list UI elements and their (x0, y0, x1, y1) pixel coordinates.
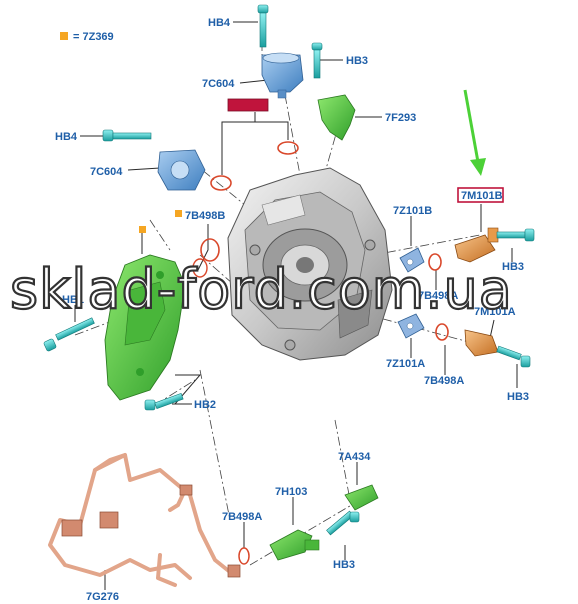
seal-7b498a-lower (435, 323, 449, 341)
leader-lines (74, 21, 518, 590)
legend-swatch-b498b (175, 210, 182, 217)
seal-7b498a-bottom (238, 547, 250, 565)
bolt-hb3-bottom (326, 510, 360, 536)
bolt-hb1 (43, 317, 95, 352)
legend-swatch (60, 32, 68, 40)
speed-sensor-left (157, 149, 206, 191)
label-7g276: 7G276 (86, 591, 119, 603)
seal-7b498b-2 (192, 258, 208, 278)
label-7f293: 7F293 (385, 112, 416, 124)
o-ring-upper (277, 141, 299, 155)
bolt-hb2 (144, 393, 184, 411)
label-hb3-top: HB3 (346, 55, 368, 67)
label-hb1: HB1 (62, 294, 84, 306)
label-7z101a: 7Z101A (386, 358, 425, 370)
seal-7b498a-upper (428, 253, 442, 271)
assembly-lines (74, 25, 481, 566)
label-hb4-top: HB4 (208, 17, 231, 29)
label-hb2: HB2 (194, 399, 216, 411)
seal-7b498b (200, 238, 220, 262)
bracket-7z101a (397, 313, 425, 339)
label-7m101a: 7M101A (474, 306, 516, 318)
label-7b498a-mid: 7B498A (418, 290, 458, 302)
sensor-7m101b (454, 227, 499, 263)
harness-connectors (61, 484, 241, 578)
legend-text: = 7Z369 (73, 31, 114, 43)
highlight-box-7m101b (457, 187, 504, 203)
bolt-hb4-left (102, 129, 152, 142)
label-hb4-left: HB4 (55, 131, 78, 143)
label-7h103: 7H103 (275, 486, 307, 498)
transmission-housing (227, 167, 393, 361)
label-hb3-right-2: HB3 (507, 391, 529, 403)
highlight-arrow (463, 89, 486, 176)
clip-7a434 (344, 484, 379, 511)
watermark: sklad-ford.com.ua (10, 258, 513, 321)
speed-sensor-top (261, 52, 304, 99)
label-7b498a-bottom: 7B498A (222, 511, 262, 523)
bolt-hb4-top (257, 4, 269, 48)
label-7b498a-right: 7B498A (424, 375, 464, 387)
bolt-hb3-right-1 (496, 228, 535, 242)
label-hb3-right-1: HB3 (502, 261, 524, 273)
highlight-box-top (227, 98, 269, 112)
label-7c604-top: 7C604 (202, 78, 235, 90)
green-bracket (104, 254, 186, 401)
legend-swatch-bracket (139, 226, 146, 233)
label-hb3-bottom: HB3 (333, 559, 355, 571)
label-7c604-left: 7C604 (90, 166, 123, 178)
label-7m101b: 7M101B (461, 190, 503, 202)
green-part-7f293 (317, 94, 356, 141)
bolt-hb3-right-2 (496, 345, 531, 368)
wiring-harness (48, 453, 232, 587)
sensor-7h103 (269, 529, 320, 561)
label-7z101b: 7Z101B (393, 205, 432, 217)
bolt-hb3-top (311, 42, 323, 79)
sensor-7m101a (464, 329, 499, 357)
label-7a434: 7A434 (338, 451, 371, 463)
label-7b498b: 7B498B (185, 210, 225, 222)
bracket-7z101b (399, 247, 425, 273)
o-ring-left (210, 175, 232, 191)
